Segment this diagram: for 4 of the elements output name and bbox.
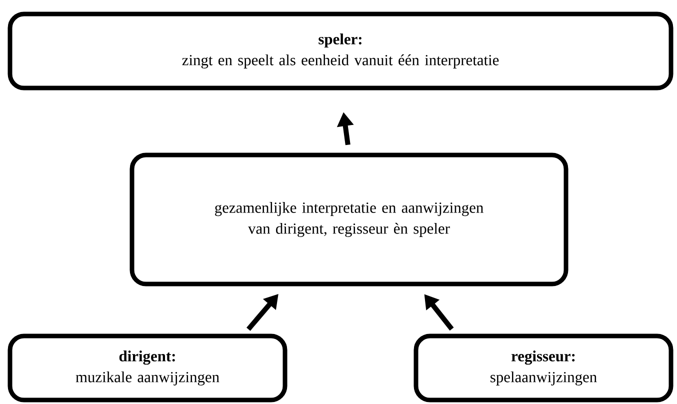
text-box: regisseur: spelaanwijzingen: [414, 334, 674, 402]
text-box: dirigent: muzikale aanwijzingen: [8, 334, 288, 402]
text-box: speler: zingt en speelt als eenheid vanuit één interpretatie: [8, 12, 674, 90]
text-box: gezamenlijke interpretatie en aanwijzingen van dirigent, regisseur èn speler: [130, 152, 568, 286]
